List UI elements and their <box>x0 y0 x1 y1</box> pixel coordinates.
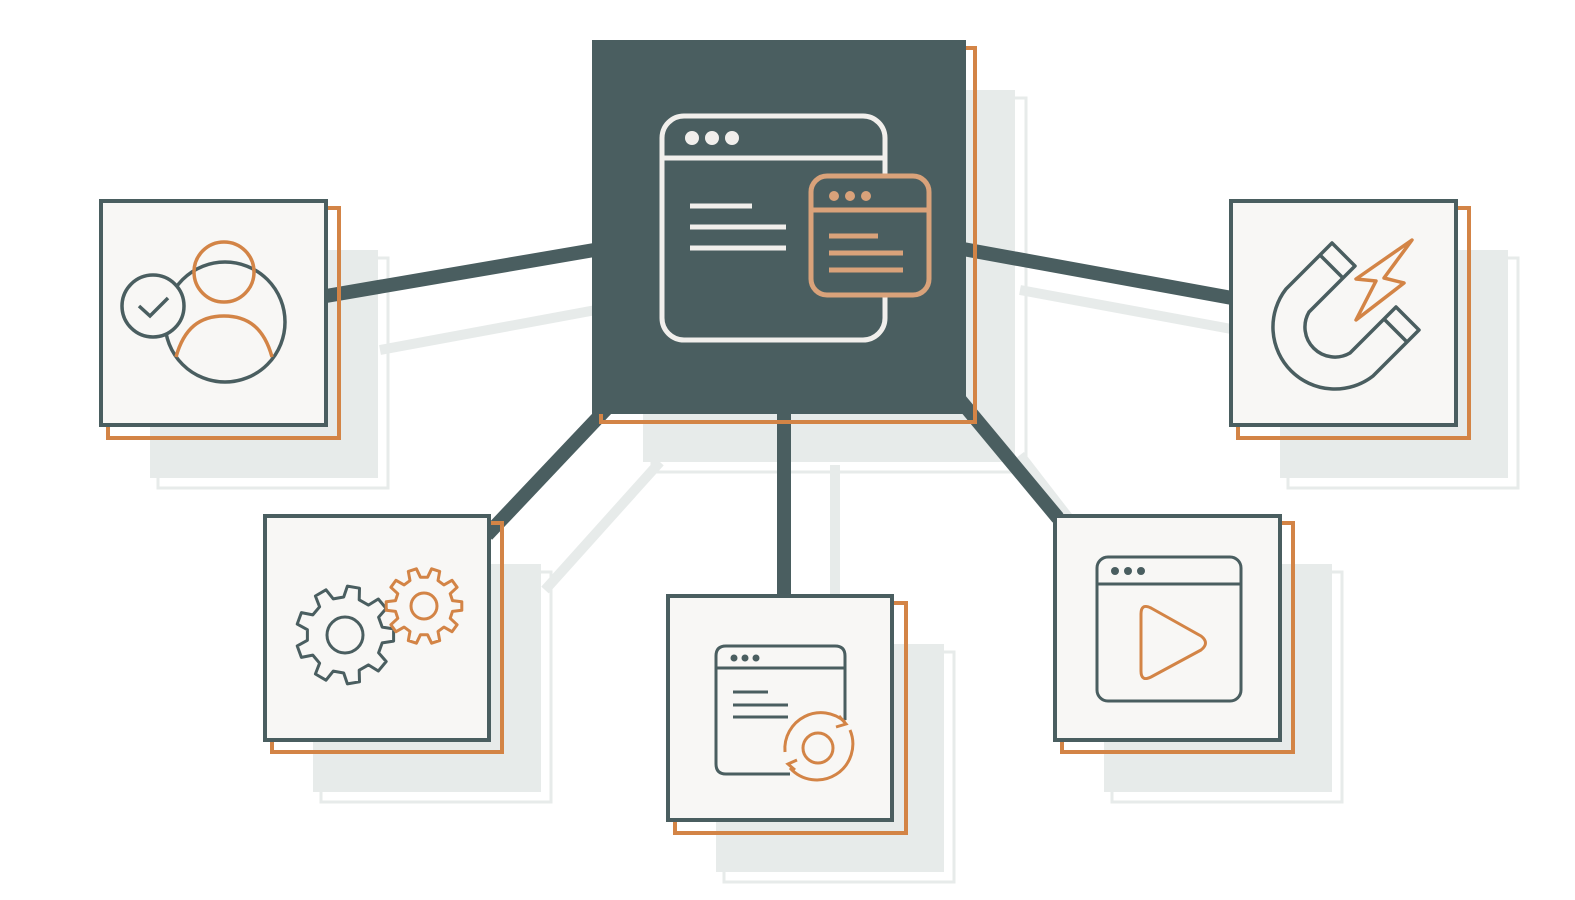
browser-refresh-icon <box>714 644 855 782</box>
gears-icon <box>295 567 464 686</box>
connector-gears <box>481 400 616 540</box>
connector-lines <box>324 242 1234 598</box>
node-gears <box>263 514 504 754</box>
browser-windows-icon <box>659 113 932 343</box>
connector-users <box>324 242 602 303</box>
connector-magnet <box>961 242 1234 305</box>
node-users <box>99 199 341 440</box>
hub-node <box>592 40 977 424</box>
browser-video-icon <box>1095 555 1243 703</box>
verified-user-icon <box>120 240 287 384</box>
node-video <box>1053 514 1295 754</box>
magnet-lightning-icon <box>1271 238 1421 391</box>
node-magnet <box>1229 199 1471 440</box>
node-refresh <box>666 594 908 835</box>
